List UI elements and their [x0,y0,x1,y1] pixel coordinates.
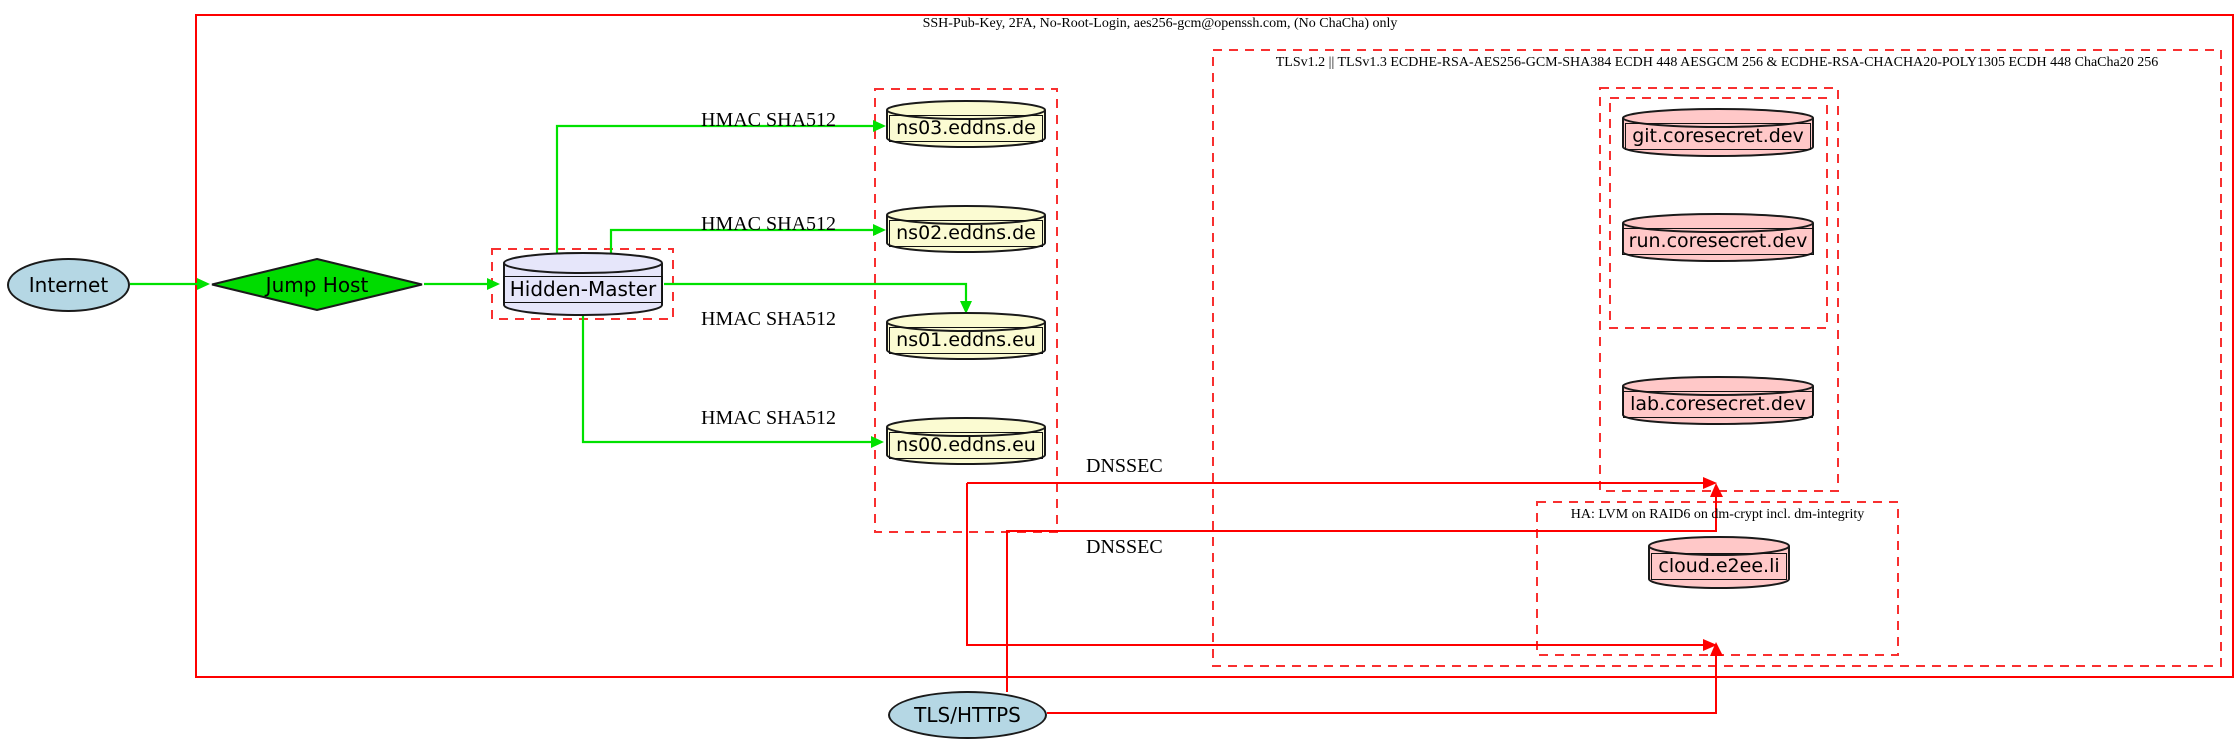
git-cylinder-shape [1622,108,1814,157]
run-cylinder-shape [1622,213,1814,262]
cluster-dns-border [874,88,1058,533]
node-lab-label: lab.coresecret.dev [1623,391,1813,418]
cluster-tls-label: TLSv1.2 || TLSv1.3 ECDHE-RSA-AES256-GCM-… [1275,55,2159,70]
edge-label-hmac-ns03: HMAC SHA512 [701,109,837,131]
edge-label-dnssec-bottom: DNSSEC [1086,536,1163,558]
edge-hiddenmaster-ns01 [664,282,968,301]
node-jump-host: Jump Host [210,258,424,311]
node-hidden-master-label: Hidden-Master [502,275,664,303]
edge-hiddenmaster-ns00 [581,315,871,444]
node-jump-host-label: Jump Host [265,272,369,297]
jump-host-diamond-shape [211,258,423,311]
node-ns01-label: ns01.eddns.eu [889,326,1043,354]
ns02-cylinder-shape [886,205,1046,253]
edge-tlshttps-to-coresecret [1006,497,1717,692]
node-internet-label: Internet [28,273,109,297]
node-internet: Internet [7,258,130,312]
cluster-ssh-border [195,14,2234,678]
edge-hiddenmaster-ns03 [555,124,873,253]
node-run-label: run.coresecret.dev [1621,228,1815,255]
cluster-ssh-label: SSH-Pub-Key, 2FA, No-Root-Login, aes256-… [922,16,1398,31]
node-ns00-label: ns00.eddns.eu [889,431,1043,459]
hidden-master-cylinder-shape [503,252,663,316]
arrowhead-dnssec-to-coresecret [1703,477,1717,489]
arrowhead-tlshttps-to-coresecret [1710,483,1723,497]
node-ns02-label: ns02.eddns.de [889,219,1043,247]
arrowhead-hiddenmaster-ns03 [873,120,886,132]
lab-cylinder-shape [1622,376,1814,425]
arrowhead-tlshttps-to-ha [1710,642,1723,656]
node-tls-https-label: TLS/HTTPS [914,703,1021,727]
ns01-cylinder-shape [886,312,1046,360]
ns00-cylinder-shape [886,417,1046,465]
node-git: git.coresecret.dev [1622,108,1814,157]
edge-dnssec-to-ha [966,483,1703,646]
edge-label-hmac-ns01: HMAC SHA512 [701,308,837,330]
node-tls-https: TLS/HTTPS [888,691,1047,739]
edge-label-dnssec-top: DNSSEC [1086,455,1163,477]
edge-label-hmac-ns02: HMAC SHA512 [701,213,837,235]
node-cloud: cloud.e2ee.li [1648,536,1790,589]
arrowhead-jumphost-hiddenmaster [487,278,500,290]
edge-tlshttps-to-ha [1047,656,1717,714]
node-run: run.coresecret.dev [1621,213,1815,262]
node-ns03: ns03.eddns.de [886,100,1046,148]
edge-hiddenmaster-ns02 [609,228,873,253]
arrowhead-hiddenmaster-ns00 [871,436,884,448]
node-git-label: git.coresecret.dev [1625,123,1811,150]
node-hidden-master: Hidden-Master [502,252,664,316]
node-lab: lab.coresecret.dev [1622,376,1814,425]
arrowhead-internet-jumphost [197,278,210,290]
ns03-cylinder-shape [886,100,1046,148]
cluster-ha-label: HA: LVM on RAID6 on dm-crypt incl. dm-in… [1570,507,1865,522]
node-ns03-label: ns03.eddns.de [889,114,1043,142]
arrowhead-hiddenmaster-ns02 [873,224,886,236]
edge-label-hmac-ns00: HMAC SHA512 [701,407,837,429]
node-ns01: ns01.eddns.eu [886,312,1046,360]
cloud-cylinder-shape [1648,536,1790,589]
node-ns00: ns00.eddns.eu [886,417,1046,465]
node-cloud-label: cloud.e2ee.li [1651,552,1787,580]
arrowhead-dnssec-to-ha [1703,639,1717,651]
node-ns02: ns02.eddns.de [886,205,1046,253]
arrowhead-hiddenmaster-ns01 [960,301,972,314]
